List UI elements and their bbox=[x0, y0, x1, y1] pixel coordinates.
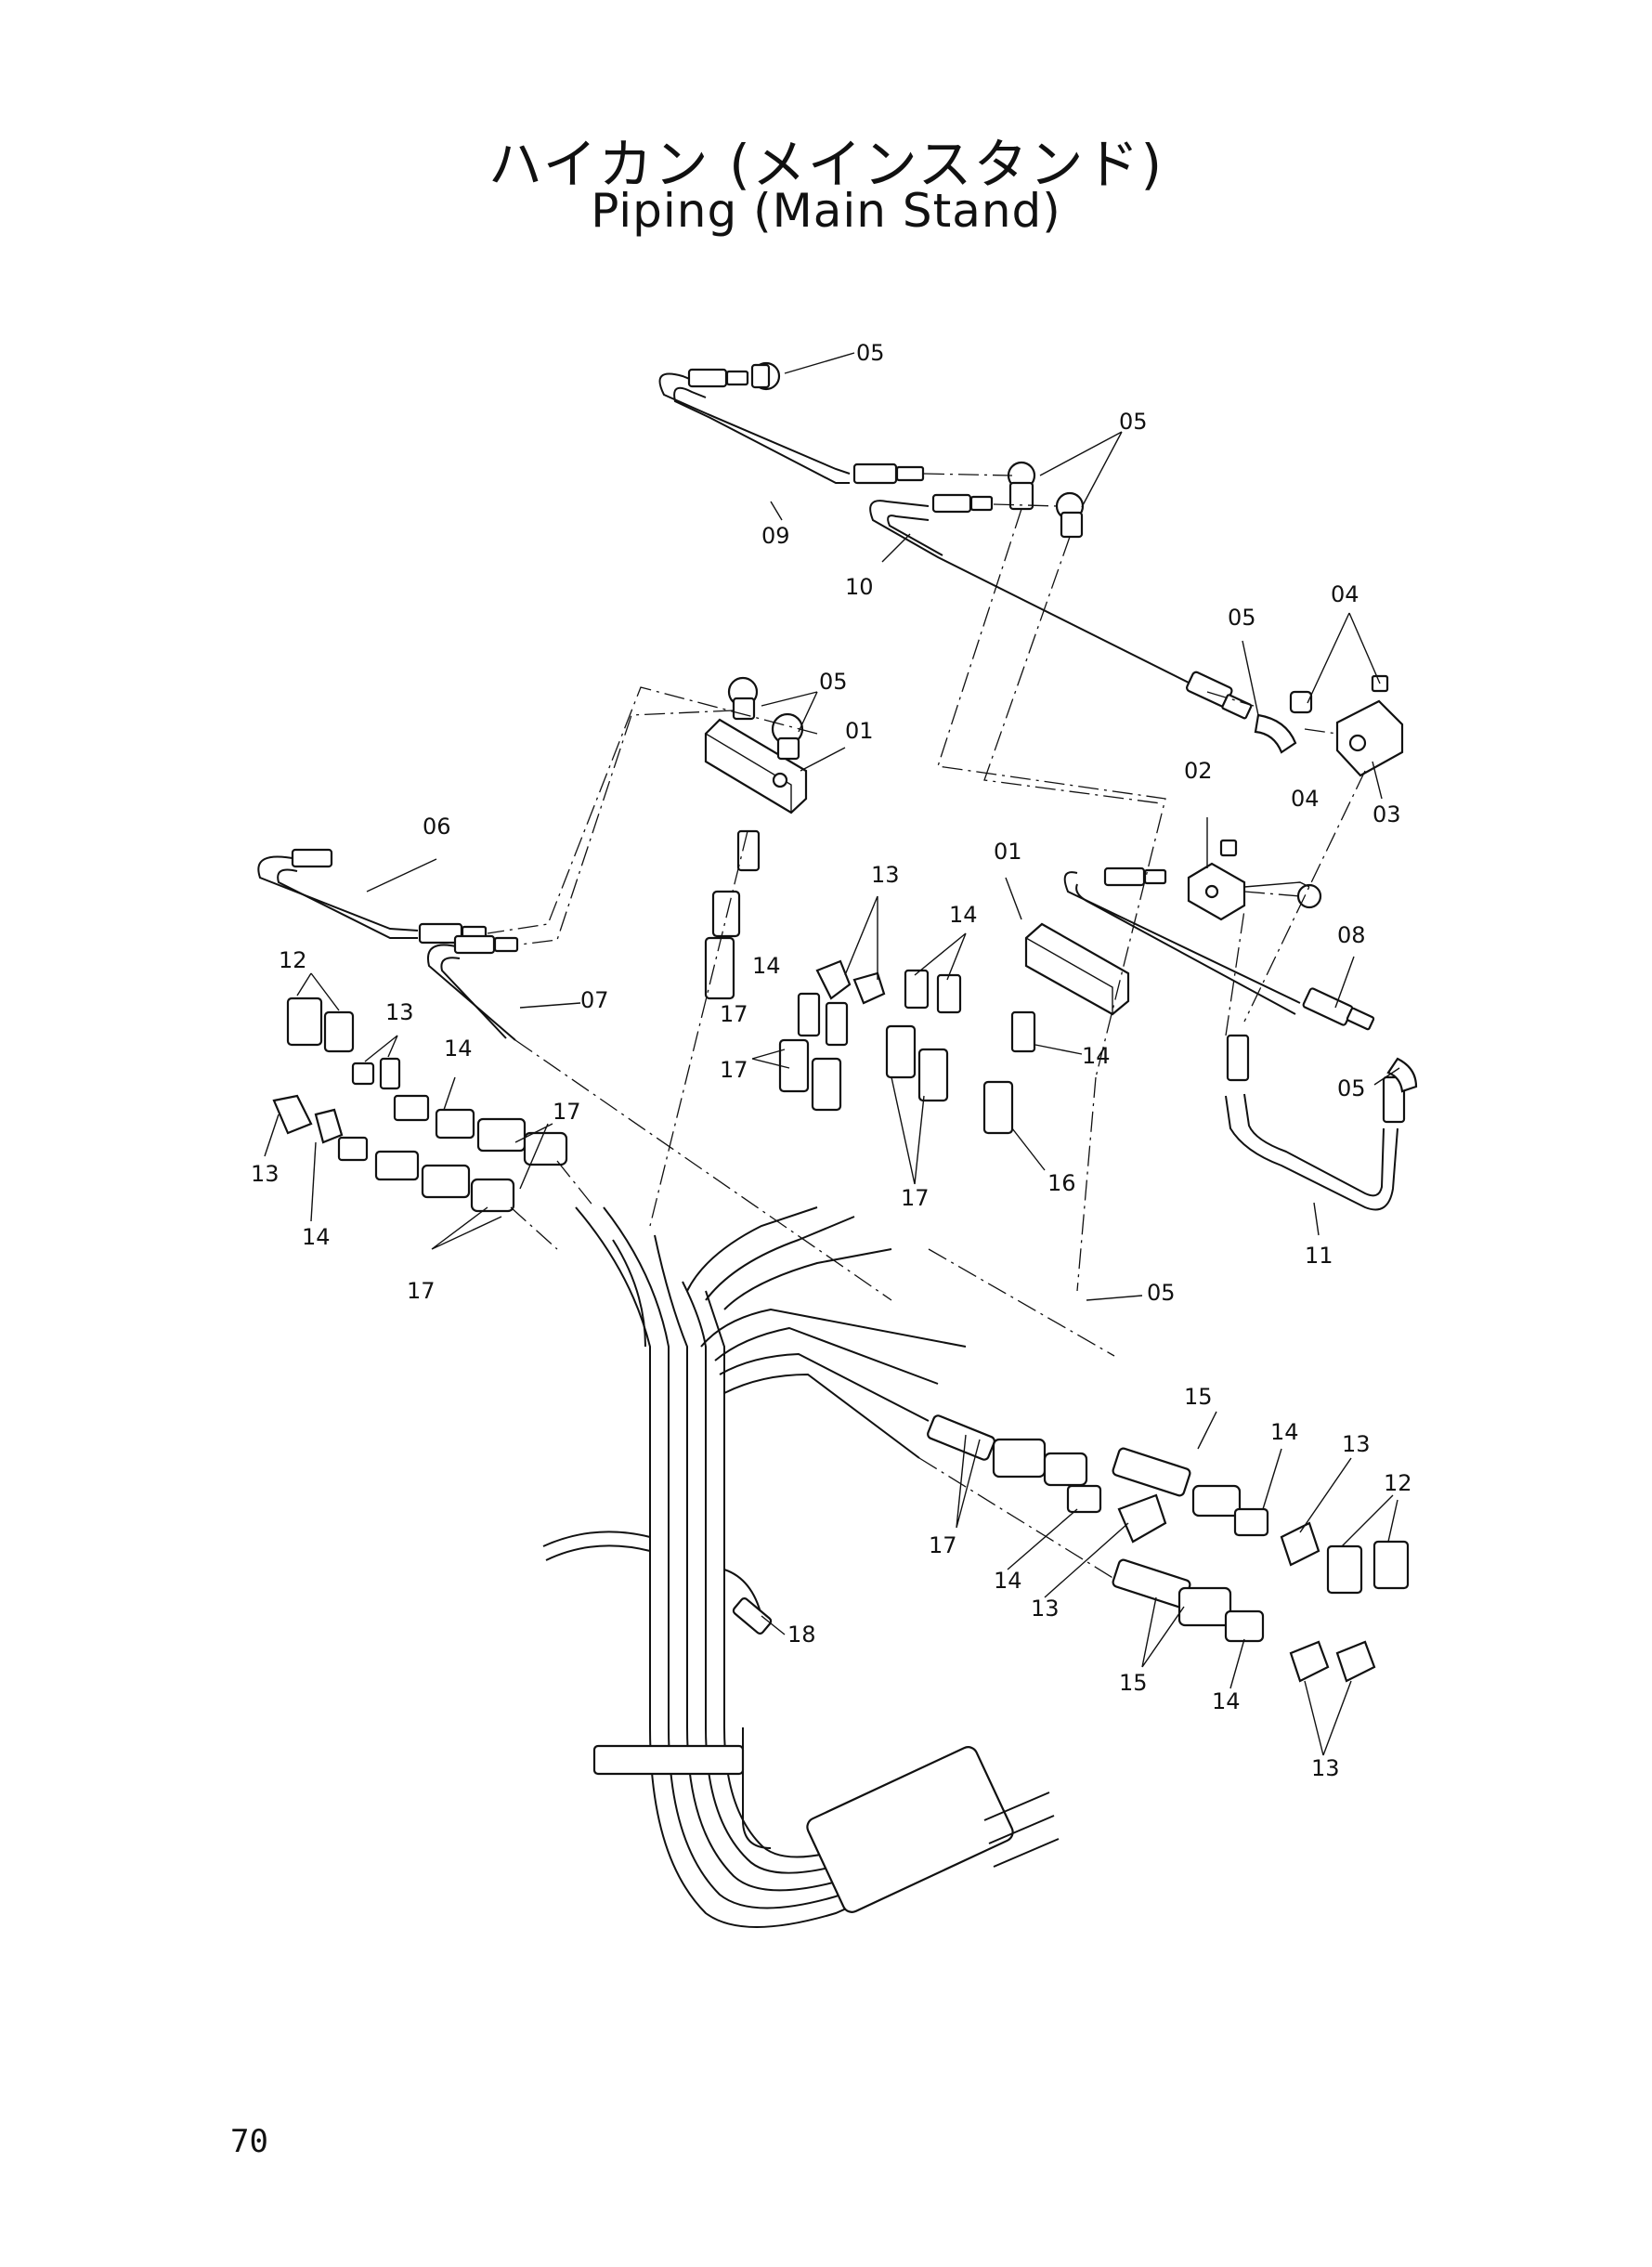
label-14: 14 bbox=[752, 953, 781, 979]
label-12: 12 bbox=[279, 947, 307, 973]
label-05: 05 bbox=[1337, 1075, 1366, 1101]
page-number: 70 bbox=[230, 2123, 268, 2160]
hose-08 bbox=[1063, 866, 1375, 1031]
label-13: 13 bbox=[871, 862, 900, 888]
label-17: 17 bbox=[929, 1532, 957, 1558]
label-14: 14 bbox=[302, 1224, 331, 1250]
label-08: 08 bbox=[1337, 922, 1366, 948]
label-leaders bbox=[264, 352, 1400, 1756]
label-03: 03 bbox=[1372, 801, 1401, 827]
label-17: 17 bbox=[901, 1185, 930, 1211]
block-01-upper bbox=[704, 718, 808, 814]
label-11: 11 bbox=[1305, 1243, 1333, 1269]
label-05: 05 bbox=[1228, 605, 1256, 631]
fitting-05-top bbox=[687, 361, 781, 391]
label-14: 14 bbox=[949, 902, 978, 928]
label-02: 02 bbox=[1184, 758, 1213, 784]
fitting-05-right bbox=[1186, 671, 1297, 754]
label-13: 13 bbox=[1311, 1755, 1340, 1781]
hose-06 bbox=[257, 848, 488, 945]
label-05: 05 bbox=[1147, 1280, 1176, 1306]
label-15: 15 bbox=[1184, 1384, 1213, 1410]
block-02 bbox=[1187, 862, 1246, 921]
label-14: 14 bbox=[444, 1036, 473, 1062]
label-13: 13 bbox=[385, 999, 414, 1025]
connection-lines bbox=[487, 473, 1366, 1580]
label-13: 13 bbox=[251, 1161, 280, 1187]
label-13: 13 bbox=[1342, 1431, 1371, 1457]
label-10: 10 bbox=[845, 574, 874, 600]
hose-07 bbox=[426, 934, 519, 1041]
hose-09 bbox=[658, 372, 925, 485]
fittings-center-group bbox=[704, 829, 1036, 1135]
block-03 bbox=[1335, 699, 1404, 777]
page-title-japanese: ハイカン (メインスタンド) bbox=[488, 133, 1164, 196]
label-13: 13 bbox=[1031, 1596, 1060, 1622]
label-17: 17 bbox=[720, 1001, 748, 1027]
label-16: 16 bbox=[1047, 1170, 1076, 1196]
fittings-right-group bbox=[927, 1414, 1410, 1683]
label-01: 01 bbox=[994, 839, 1022, 865]
label-18: 18 bbox=[787, 1622, 816, 1648]
label-06: 06 bbox=[423, 814, 451, 840]
hose-bundle bbox=[542, 1206, 1060, 1928]
part-labels: 05 05 09 10 05 04 03 05 01 06 07 02 04 0… bbox=[251, 340, 1412, 1781]
label-17: 17 bbox=[553, 1099, 581, 1125]
label-17: 17 bbox=[407, 1278, 436, 1304]
label-05: 05 bbox=[856, 340, 885, 366]
label-04: 04 bbox=[1331, 581, 1359, 607]
hose-10 bbox=[869, 493, 1208, 693]
label-01: 01 bbox=[845, 718, 874, 744]
label-05: 05 bbox=[1119, 409, 1148, 435]
label-07: 07 bbox=[580, 987, 609, 1013]
label-12: 12 bbox=[1384, 1470, 1412, 1496]
label-15: 15 bbox=[1119, 1670, 1148, 1696]
elbows-05-block-01 bbox=[727, 676, 804, 761]
plugs-04-lower bbox=[1219, 839, 1322, 909]
label-04: 04 bbox=[1291, 786, 1320, 812]
fittings-left-group bbox=[272, 997, 568, 1213]
label-09: 09 bbox=[761, 523, 790, 549]
hose-11 bbox=[1225, 1034, 1418, 1211]
label-14: 14 bbox=[1270, 1419, 1299, 1445]
label-17: 17 bbox=[720, 1057, 748, 1083]
label-14: 14 bbox=[1212, 1688, 1241, 1714]
label-14: 14 bbox=[994, 1568, 1022, 1594]
plugs-04-upper bbox=[1289, 674, 1389, 714]
label-14: 14 bbox=[1082, 1043, 1111, 1069]
block-01-lower bbox=[1024, 922, 1130, 1016]
elbows-05-upper bbox=[1007, 461, 1085, 539]
page-title-english: Piping (Main Stand) bbox=[591, 184, 1061, 238]
label-05: 05 bbox=[819, 669, 848, 695]
